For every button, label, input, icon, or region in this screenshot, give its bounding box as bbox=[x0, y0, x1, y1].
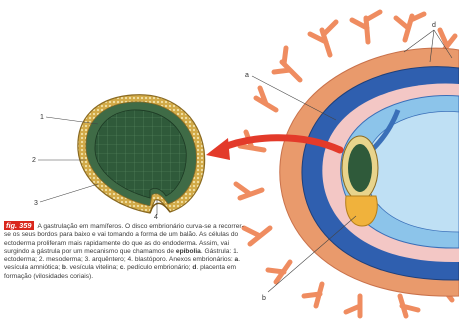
label-1: 1 bbox=[40, 114, 44, 121]
label-4: 4 bbox=[154, 214, 158, 221]
caption-text: A gastrulação em mamíferos. O disco embr… bbox=[4, 223, 244, 280]
gastrula-section bbox=[78, 95, 205, 213]
label-a: a bbox=[245, 72, 249, 79]
embryo-annexes bbox=[236, 12, 459, 316]
label-b: b bbox=[262, 295, 266, 302]
label-2: 2 bbox=[32, 157, 36, 164]
label-3: 3 bbox=[34, 200, 38, 207]
caption-fragment: . vesícula vitelina; bbox=[66, 264, 120, 271]
label-d: d bbox=[432, 22, 436, 29]
caption-fragment: epibolia bbox=[176, 248, 201, 255]
embryo-endoderm bbox=[348, 144, 372, 192]
caption-fragment: . pedículo embrionário; bbox=[123, 264, 192, 271]
figure-tag: fig. 359 bbox=[4, 221, 34, 230]
